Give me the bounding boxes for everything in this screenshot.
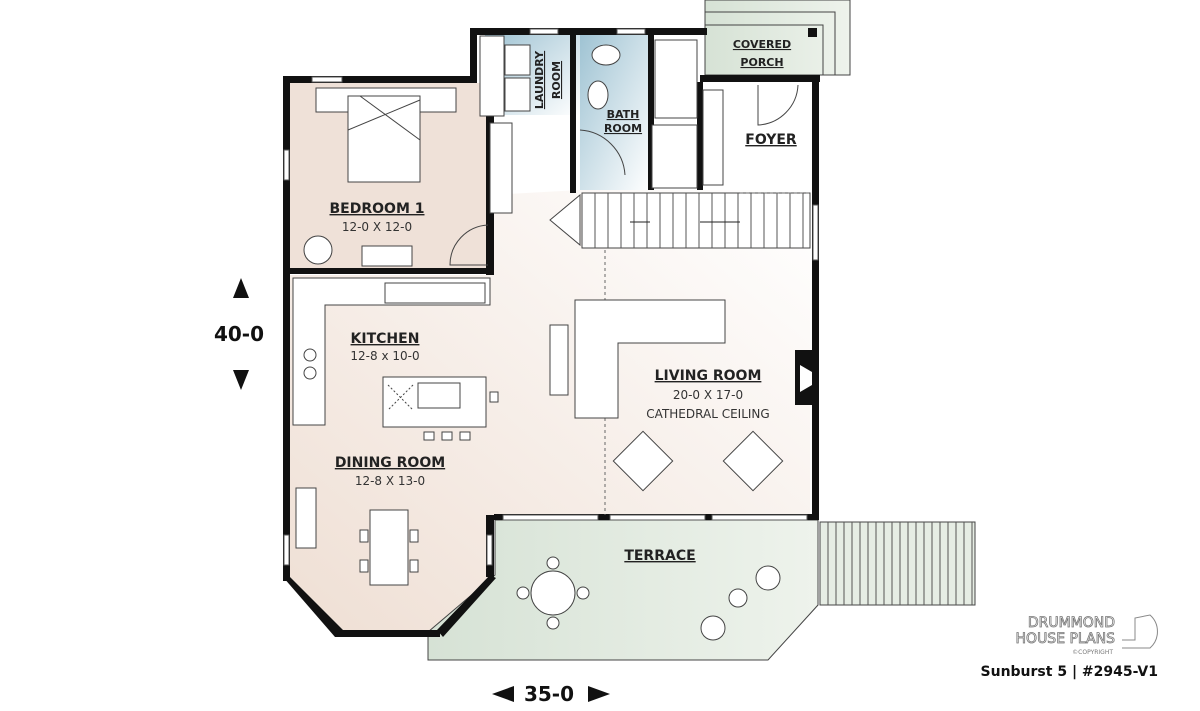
dining-room-label: DINING ROOM [335, 455, 445, 471]
svg-text:35-0: 35-0 [524, 682, 574, 706]
living-room-label: LIVING ROOM [655, 368, 762, 384]
arrow-up-icon [233, 278, 249, 298]
windows [283, 28, 819, 566]
laundry-label: ROOM [550, 61, 563, 99]
bedroom1-size: 12-0 X 12-0 [342, 220, 412, 234]
sink [587, 80, 609, 110]
svg-text:DRUMMOND: DRUMMOND [1028, 615, 1115, 631]
kitchen-size: 12-8 x 10-0 [350, 349, 419, 363]
brand-logo: DRUMMOND HOUSE PLANS ©COPYRIGHT [1015, 614, 1158, 656]
living-room-size: 20-0 X 17-0 [673, 388, 743, 402]
interior-stairs [549, 192, 811, 249]
washer [504, 44, 531, 76]
svg-text:©COPYRIGHT: ©COPYRIGHT [1072, 649, 1113, 656]
foyer-label: FOYER [745, 132, 797, 148]
terrace-table [516, 556, 590, 630]
covered-porch-label: PORCH [740, 56, 783, 69]
living-room-note: CATHEDRAL CEILING [646, 407, 769, 421]
depth-dimension: 40-0 [214, 278, 264, 390]
buffet [295, 487, 317, 549]
width-dimension: 35-0 [492, 682, 610, 706]
bath-label: BATH [607, 108, 640, 121]
arrow-left-icon [492, 686, 514, 702]
dresser [361, 245, 413, 267]
bed [315, 87, 457, 183]
foyer-closet [702, 89, 724, 186]
entry-door [757, 84, 799, 126]
side-table [728, 588, 748, 608]
arrow-right-icon [588, 686, 610, 702]
dryer [504, 77, 531, 112]
dining-table [359, 509, 419, 586]
laundry-label: LAUNDRY [533, 50, 546, 109]
toilet [591, 44, 621, 66]
arrow-down-icon [233, 370, 249, 390]
svg-text:HOUSE PLANS: HOUSE PLANS [1016, 631, 1116, 647]
armchairs [612, 430, 784, 492]
bedroom-door [449, 224, 489, 266]
armchair [303, 235, 333, 265]
kitchen-label: KITCHEN [351, 331, 420, 347]
terrace-label: TERRACE [624, 548, 695, 564]
laundry-shelf [479, 35, 505, 117]
plan-name: Sunburst 5 | #2945-V1 [981, 664, 1158, 680]
kitchen-island [382, 376, 499, 441]
terrace-stairs [819, 521, 976, 606]
closet [489, 122, 513, 214]
terrace-chair [755, 565, 781, 591]
sectional-sofa [549, 299, 726, 419]
dining-room-size: 12-8 X 13-0 [355, 474, 425, 488]
covered-porch-label: COVERED [733, 38, 791, 51]
kitchen-counters [292, 277, 491, 426]
terrace-chair [700, 615, 726, 641]
shower [651, 124, 698, 189]
bedroom1-label: BEDROOM 1 [330, 201, 425, 217]
bath-door [579, 129, 626, 176]
bath-label: ROOM [604, 122, 642, 135]
bathtub [654, 39, 698, 119]
svg-text:40-0: 40-0 [214, 322, 264, 346]
